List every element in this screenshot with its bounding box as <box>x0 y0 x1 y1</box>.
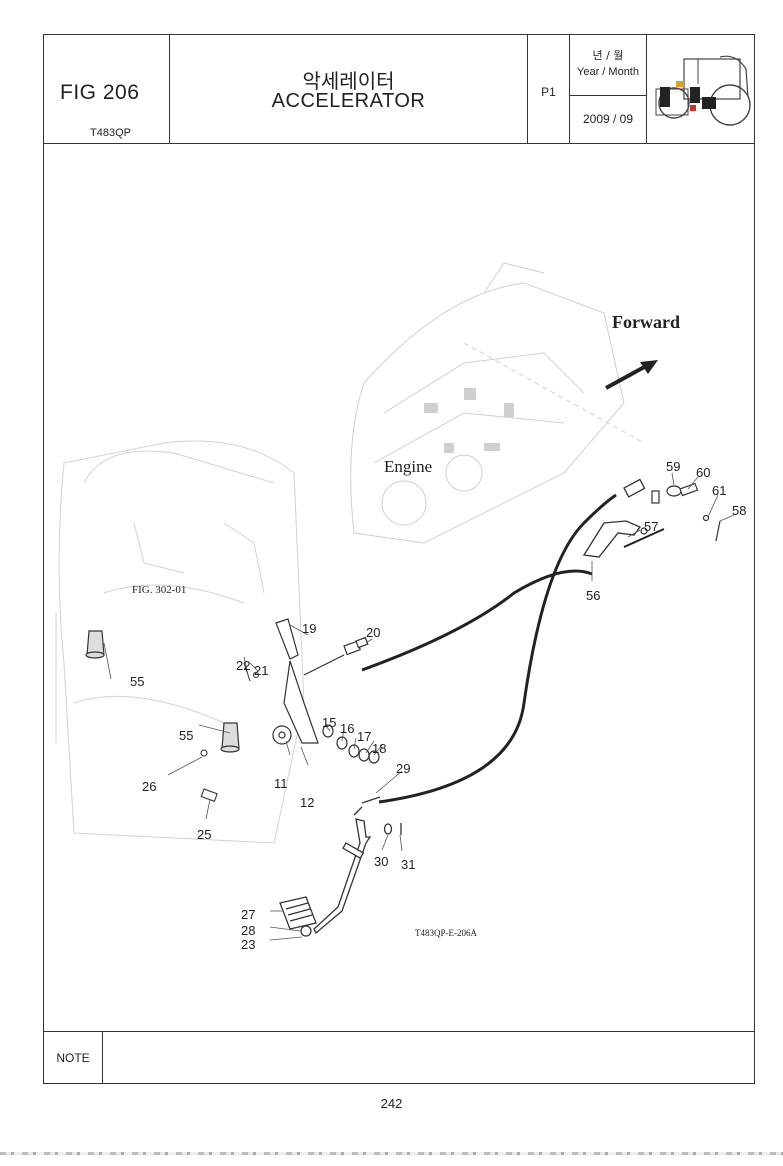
hand-throttle-cable <box>361 569 593 672</box>
callout-22: 22 <box>236 658 250 673</box>
year-month-label-box: 년 / 월 Year / Month <box>570 35 646 96</box>
callout-23: 23 <box>241 937 255 952</box>
callout-59: 59 <box>666 459 680 474</box>
return-spring-icon <box>640 482 721 542</box>
callout-55b: 55 <box>179 728 193 743</box>
revision-date: 2009 / 09 <box>582 112 634 126</box>
year-month-cell: 년 / 월 Year / Month 2009 / 09 <box>570 35 647 143</box>
forward-label: Forward <box>612 312 680 332</box>
callout-30: 30 <box>374 854 388 869</box>
note-row: NOTE <box>44 1031 754 1086</box>
rubber-stopper-icon <box>85 630 240 753</box>
cable-end-rod <box>623 528 665 548</box>
figure-number: FIG 206 <box>60 81 140 104</box>
callout-25: 25 <box>197 827 211 842</box>
engine-outline <box>350 262 645 544</box>
callout-17: 17 <box>357 729 371 744</box>
title-cell: 악세레이터 ACCELERATOR <box>170 35 528 143</box>
callout-26: 26 <box>142 779 156 794</box>
model-code: T483QP <box>90 127 131 139</box>
page-frame: FIG 206 T483QP 악세레이터 ACCELERATOR P1 년 / … <box>43 34 755 1084</box>
callout-57: 57 <box>644 519 658 534</box>
callout-16: 16 <box>340 721 354 736</box>
engine-label: Engine <box>384 457 432 476</box>
callout-29: 29 <box>396 761 410 776</box>
callout-numbers: 11 12 15 16 17 18 19 20 21 22 23 25 26 2… <box>130 459 746 952</box>
foot-accelerator-cable <box>378 493 617 804</box>
title-block: FIG 206 T483QP 악세레이터 ACCELERATOR P1 년 / … <box>44 35 754 144</box>
page-tag: P1 <box>541 85 556 99</box>
throttle-cable-end <box>303 636 369 676</box>
year-month-label-english: Year / Month <box>577 66 639 78</box>
exploded-parts-drawing: Forward Engine FIG. 302-01 T483QP-E-206A <box>44 143 754 1034</box>
title-english: ACCELERATOR <box>271 90 426 112</box>
callout-11: 11 <box>274 776 288 791</box>
scan-artifact <box>0 1152 783 1155</box>
parts-diagram: Forward Engine FIG. 302-01 T483QP-E-206A <box>55 262 746 952</box>
callout-58: 58 <box>732 503 746 518</box>
reference-figure-label: FIG. 302-01 <box>132 584 186 596</box>
callout-18: 18 <box>372 741 386 756</box>
callout-27: 27 <box>241 907 255 922</box>
callout-28: 28 <box>241 923 255 938</box>
foot-pedal-assembly <box>279 796 402 937</box>
forward-arrow-icon <box>605 360 658 390</box>
drawing-code: T483QP-E-206A <box>415 928 477 938</box>
year-month-label-korean: 년 / 월 <box>592 49 624 62</box>
tractor-icon <box>655 55 751 126</box>
callout-20: 20 <box>366 625 380 640</box>
callout-61: 61 <box>712 483 726 498</box>
chassis-outline <box>55 440 305 844</box>
callout-19: 19 <box>302 621 316 636</box>
callout-15: 15 <box>322 715 336 730</box>
page-tag-cell: P1 <box>528 35 570 143</box>
engine-detail <box>424 388 514 453</box>
note-label: NOTE <box>44 1032 103 1084</box>
page-number: 242 <box>380 1096 403 1111</box>
callout-60: 60 <box>696 465 710 480</box>
callout-55a: 55 <box>130 674 144 689</box>
leader-lines <box>103 472 735 941</box>
callout-12: 12 <box>300 795 314 810</box>
title-korean: 악세레이터 <box>302 69 395 93</box>
tractor-icon-cell <box>647 35 756 143</box>
fig-cell: FIG 206 T483QP <box>44 35 170 143</box>
callout-31: 31 <box>401 857 415 872</box>
hand-lever-assembly <box>272 618 319 745</box>
accelerator-bracket <box>582 478 646 558</box>
callout-56: 56 <box>586 588 600 603</box>
callout-21: 21 <box>254 663 268 678</box>
